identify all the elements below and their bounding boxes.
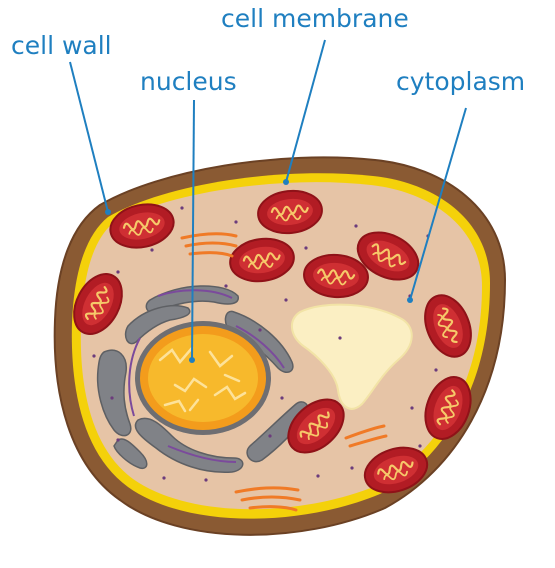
label-cytoplasm: cytoplasm (396, 67, 525, 97)
nucleus (135, 321, 271, 435)
label-cell-wall: cell wall (11, 31, 112, 61)
label-nucleus: nucleus (140, 67, 237, 97)
label-cell-membrane: cell membrane (221, 4, 409, 34)
